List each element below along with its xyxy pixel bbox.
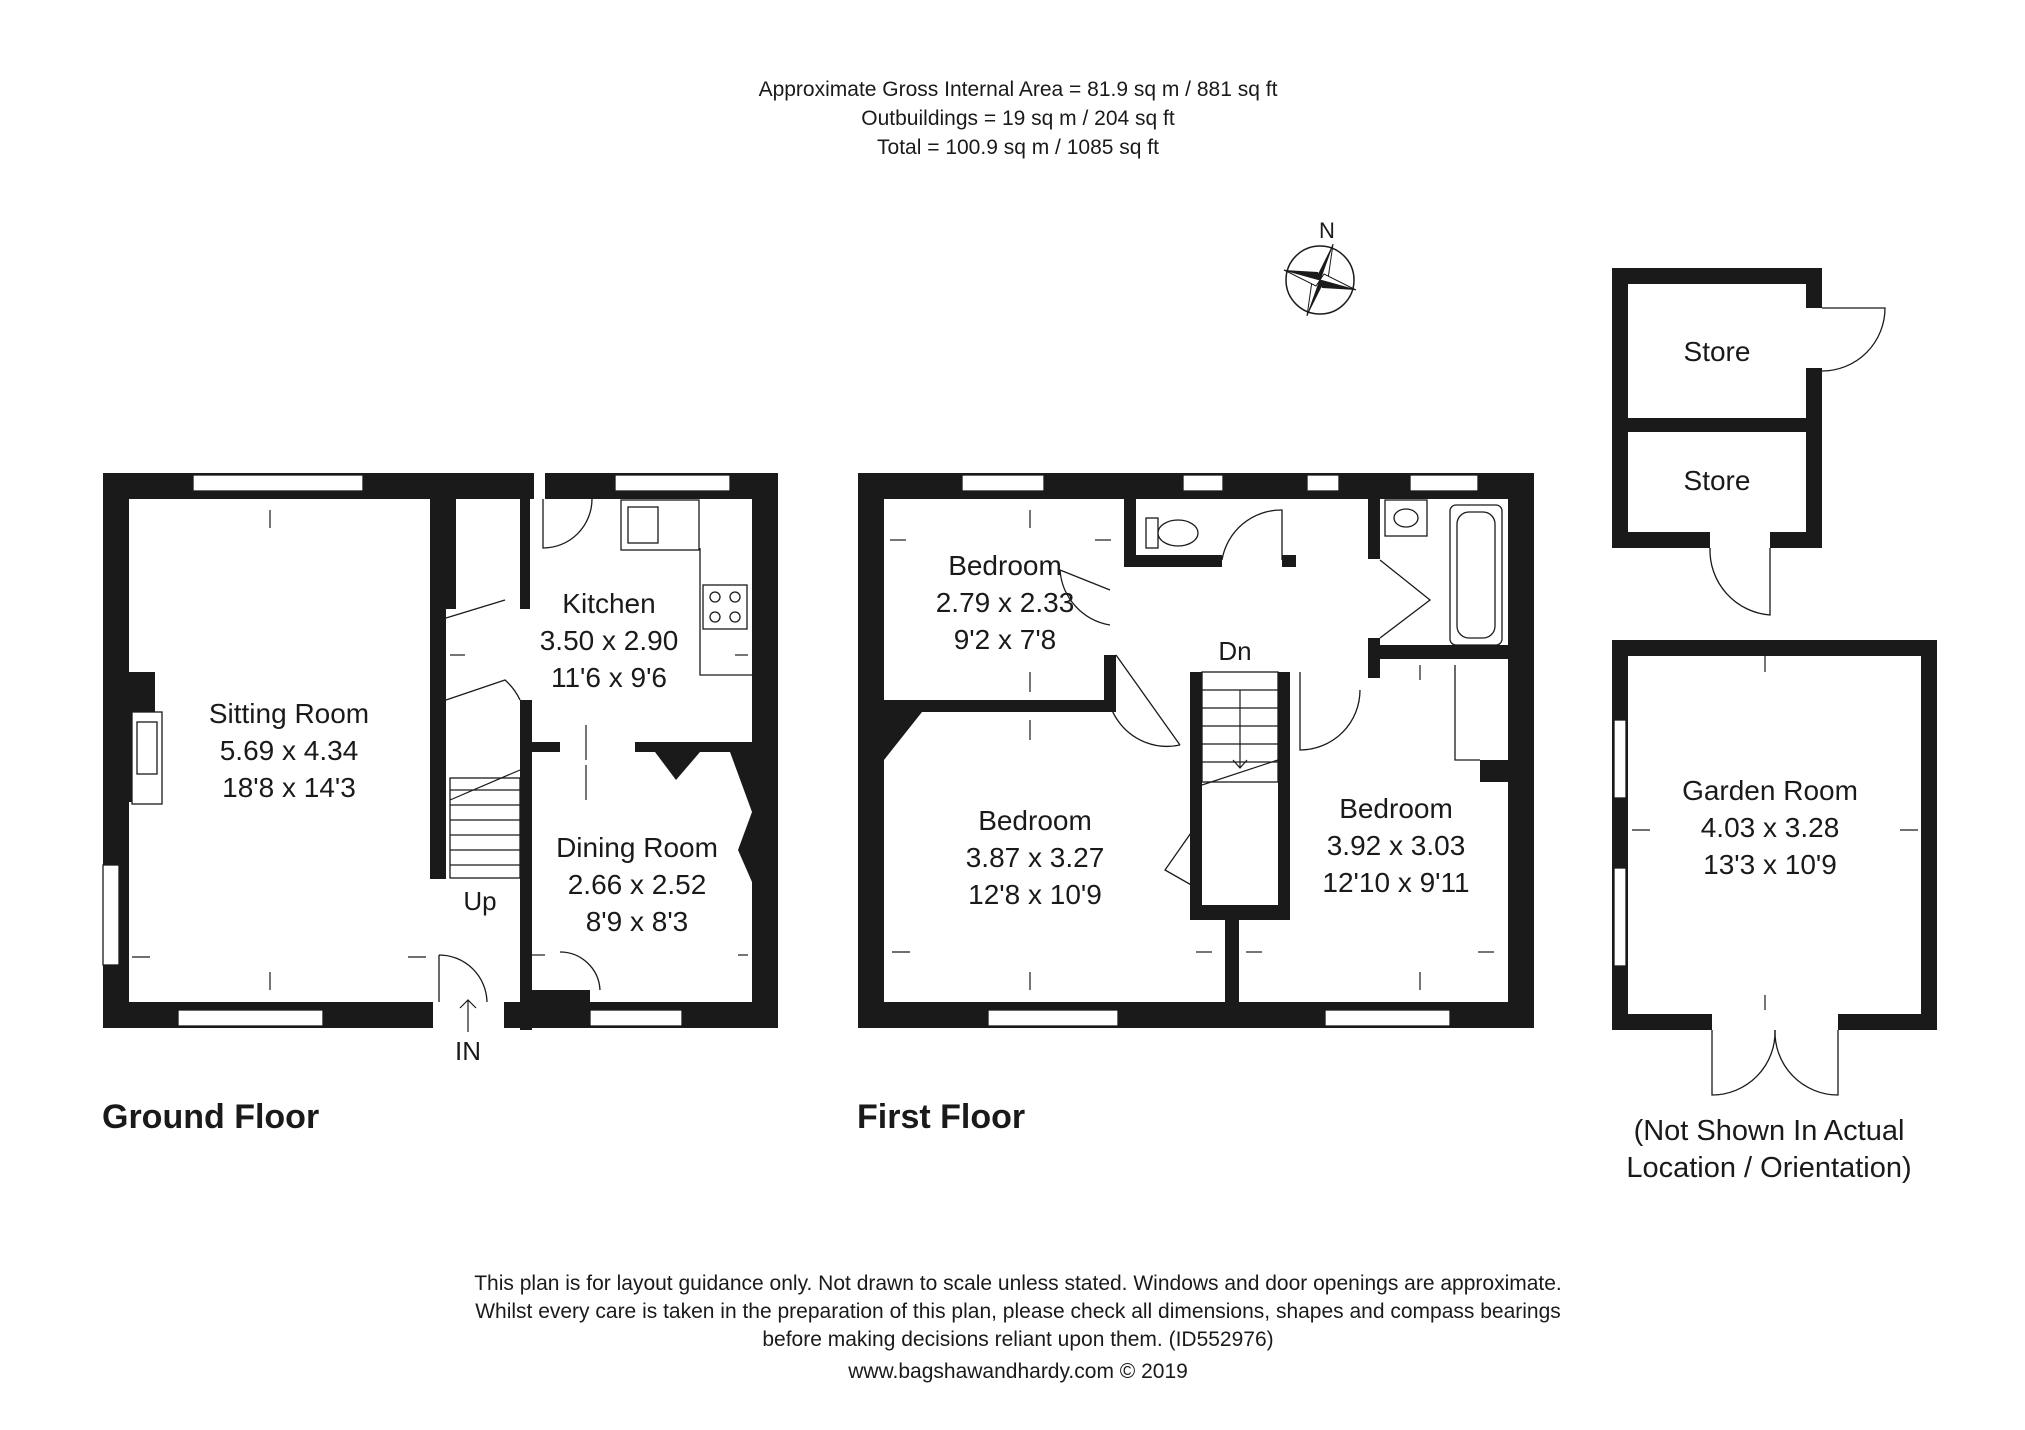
- ground-floor-plan: Sitting Room 5.69 x 4.34 18'8 x 14'3 Kit…: [102, 473, 778, 1136]
- outbuildings-note-line-2: Location / Orientation): [1626, 1152, 1911, 1184]
- store-1-label: Store: [1684, 336, 1751, 367]
- entrance-label: IN: [455, 1036, 481, 1066]
- disclaimer-line-3: before making decisions reliant upon the…: [762, 1328, 1273, 1351]
- dining-room-imperial: 8'9 x 8'3: [586, 906, 689, 937]
- kitchen-imperial: 11'6 x 9'6: [551, 662, 667, 693]
- stairs-down-label: Dn: [1218, 636, 1251, 666]
- gross-internal-area-text: Approximate Gross Internal Area = 81.9 s…: [759, 78, 1278, 101]
- dining-room-label: Dining Room: [556, 832, 718, 863]
- kitchen-label: Kitchen: [562, 588, 655, 619]
- area-summary: Approximate Gross Internal Area = 81.9 s…: [759, 78, 1278, 159]
- kitchen-metric: 3.50 x 2.90: [540, 625, 679, 656]
- compass-north-label: N: [1319, 218, 1335, 243]
- bedroom-1-imperial: 9'2 x 7'8: [954, 624, 1057, 655]
- garden-room-label: Garden Room: [1682, 775, 1858, 806]
- stairs-up-label: Up: [463, 886, 496, 916]
- disclaimer-line-2: Whilst every care is taken in the prepar…: [475, 1300, 1561, 1323]
- dining-room-metric: 2.66 x 2.52: [568, 869, 707, 900]
- store-2-label: Store: [1684, 465, 1751, 496]
- bedroom-1-label: Bedroom: [948, 550, 1062, 581]
- outbuildings-plan: Store Store Garden Room 4.03 x 3.28 13'3…: [1612, 268, 1937, 1184]
- disclaimer-line-1: This plan is for layout guidance only. N…: [474, 1272, 1562, 1295]
- garden-room-metric: 4.03 x 3.28: [1701, 812, 1840, 843]
- bedroom-3-imperial: 12'10 x 9'11: [1322, 867, 1469, 898]
- sitting-room-metric: 5.69 x 4.34: [220, 735, 359, 766]
- garden-room-imperial: 13'3 x 10'9: [1703, 849, 1837, 880]
- ground-floor-stairs: [449, 769, 521, 879]
- bedroom-3-label: Bedroom: [1339, 793, 1453, 824]
- disclaimer: This plan is for layout guidance only. N…: [474, 1272, 1562, 1383]
- total-area-text: Total = 100.9 sq m / 1085 sq ft: [877, 136, 1159, 159]
- bedroom-2-metric: 3.87 x 3.27: [966, 842, 1105, 873]
- outbuildings-area-text: Outbuildings = 19 sq m / 204 sq ft: [861, 107, 1175, 130]
- outbuildings-note-line-1: (Not Shown In Actual: [1634, 1115, 1905, 1147]
- sitting-room-label: Sitting Room: [209, 698, 369, 729]
- ground-floor-title: Ground Floor: [102, 1098, 319, 1136]
- bedroom-3-metric: 3.92 x 3.03: [1327, 830, 1466, 861]
- bedroom-2-label: Bedroom: [978, 805, 1092, 836]
- first-floor-plan: Bedroom 2.79 x 2.33 9'2 x 7'8 Bedroom 3.…: [857, 473, 1534, 1136]
- bedroom-1-metric: 2.79 x 2.33: [936, 587, 1075, 618]
- sitting-room-imperial: 18'8 x 14'3: [222, 772, 356, 803]
- first-floor-title: First Floor: [857, 1098, 1025, 1136]
- compass-rose-icon: N: [1283, 218, 1357, 317]
- bedroom-2-imperial: 12'8 x 10'9: [968, 879, 1102, 910]
- first-floor-stairs: [1201, 671, 1279, 786]
- website-copyright: www.bagshawandhardy.com © 2019: [847, 1360, 1188, 1383]
